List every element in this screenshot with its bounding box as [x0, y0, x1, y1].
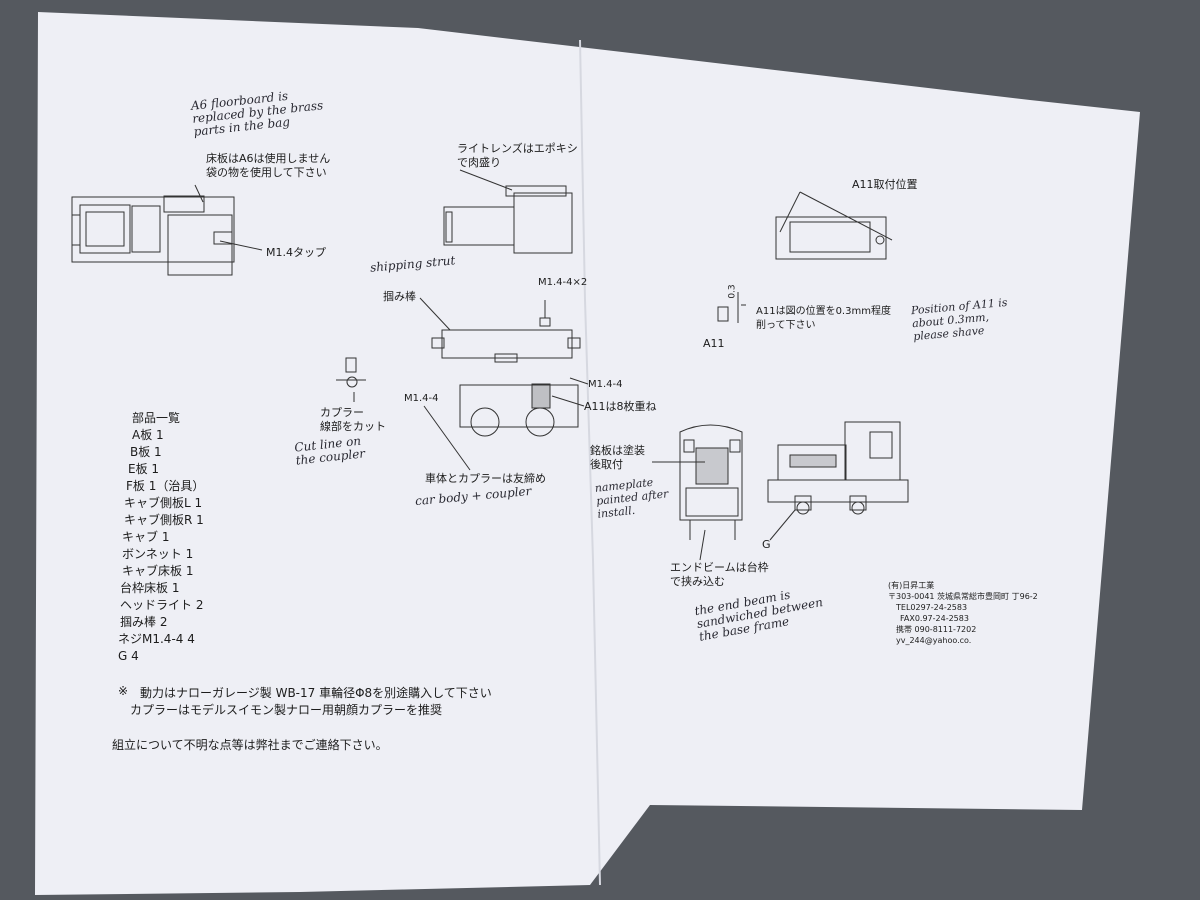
- parts-list-item: キャブ床板 1: [122, 564, 194, 578]
- grab-bar-leader: [419, 297, 451, 331]
- a11-stack-leader: [551, 395, 585, 407]
- company-fax: FAX0.97-24-2583: [900, 614, 969, 623]
- end-beam-leader: [699, 529, 706, 561]
- coupler-drawing: [336, 357, 366, 402]
- parts-list-item: B板 1: [130, 445, 162, 459]
- parts-list-item: ネジM1.4-4 4: [118, 632, 195, 646]
- label-a11: A11: [703, 337, 725, 350]
- label-m14-tap: M1.4タップ: [266, 246, 326, 259]
- m14-right-leader: [569, 377, 589, 385]
- parts-list: 部品一覧 A板 1 B板 1 E板 1 F板 1（治具） キャブ側板L 1 キャ…: [118, 410, 204, 665]
- a11-dimension-drawing: [717, 292, 746, 323]
- label-nameplate: 銘板は塗装 後取付: [590, 444, 645, 471]
- label-a11-shave: A11は図の位置を0.3mm程度 削って下さい: [756, 306, 891, 331]
- footer-note-line2: カプラーはモデルスイモン製ナロー用朝顔カプラーを推奨: [130, 703, 443, 717]
- parts-list-item: E板 1: [128, 462, 160, 476]
- company-name: (有)日昇工業: [888, 581, 935, 590]
- label-m14-4-right: M1.4-4: [588, 379, 623, 390]
- g-leader: [769, 509, 796, 541]
- parts-list-item: キャブ側板L 1: [124, 496, 203, 510]
- label-floorboard: 床板はA6は使用しません 袋の物を使用して下さい: [206, 152, 331, 179]
- chassis-drawing: [459, 383, 579, 437]
- label-a11-position: A11取付位置: [852, 178, 918, 191]
- footer-note-line1: 動力はナローガレージ製 WB-17 車輪径Φ8を別途購入して下さい: [140, 686, 492, 700]
- loco-side-drawing: [767, 421, 909, 515]
- loco-front-drawing: [679, 424, 743, 540]
- parts-list-item: ヘッドライト 2: [120, 598, 204, 612]
- parts-list-item: A板 1: [132, 428, 164, 442]
- label-a11-stack: A11は8枚重ね: [584, 400, 657, 413]
- paper-fold-line: [579, 39, 601, 886]
- m14-tap-leader: [219, 240, 263, 251]
- loco-top-view-drawing: [71, 195, 235, 276]
- parts-list-item: 掴み棒 2: [120, 615, 168, 629]
- instruction-sheet: [35, 12, 1140, 895]
- label-m14-4-left: M1.4-4: [404, 393, 439, 404]
- screw-icon-top: [539, 300, 551, 327]
- company-mobile: 携帯 090-8111-7202: [896, 625, 977, 634]
- label-light-lens: ライトレンズはエポキシ で肉盛り: [457, 142, 578, 169]
- footer-contact: 組立について不明な点等は弊社までご連絡下さい。: [112, 738, 388, 752]
- label-coupler-cut: カプラー 線部をカット: [320, 406, 386, 433]
- label-m14-4x2: M1.4-4×2: [538, 277, 588, 288]
- parts-list-item: F板 1（治具）: [126, 479, 205, 493]
- company-tel: TEL0297-24-2583: [896, 603, 968, 612]
- label-g: G: [762, 538, 771, 551]
- label-body-coupler: 車体とカプラーは友締め: [425, 472, 546, 485]
- a6-leader: [194, 184, 204, 203]
- footer-note-mark: ※: [118, 684, 129, 698]
- parts-list-item: G 4: [118, 649, 139, 663]
- parts-list-title: 部品一覧: [132, 411, 181, 425]
- company-email: yv_244@yahoo.co.: [896, 636, 972, 645]
- label-end-beam: エンドビームは台枠 で挟み込む: [670, 561, 769, 588]
- frame-side-drawing: [431, 329, 581, 363]
- parts-list-item: 台枠床板 1: [120, 581, 180, 595]
- company-address: 〒303-0041 茨城県常総市豊岡町 丁96-2: [888, 592, 1038, 601]
- label-grab-bar: 掴み棒: [383, 290, 416, 303]
- parts-list-item: ボンネット 1: [122, 547, 194, 561]
- lens-leader: [459, 169, 513, 191]
- parts-list-item: キャブ側板R 1: [124, 513, 204, 527]
- handwritten-nameplate-note: nameplate painted after install.: [594, 475, 669, 521]
- a11-plate-drawing: [775, 191, 893, 260]
- m14-leader: [423, 405, 471, 471]
- company-block: (有)日昇工業 〒303-0041 茨城県常総市豊岡町 丁96-2 TEL029…: [888, 580, 1038, 646]
- cab-body-drawing: [443, 185, 573, 254]
- parts-list-item: キャブ 1: [122, 530, 170, 544]
- label-dim-03: 0.3: [727, 284, 738, 299]
